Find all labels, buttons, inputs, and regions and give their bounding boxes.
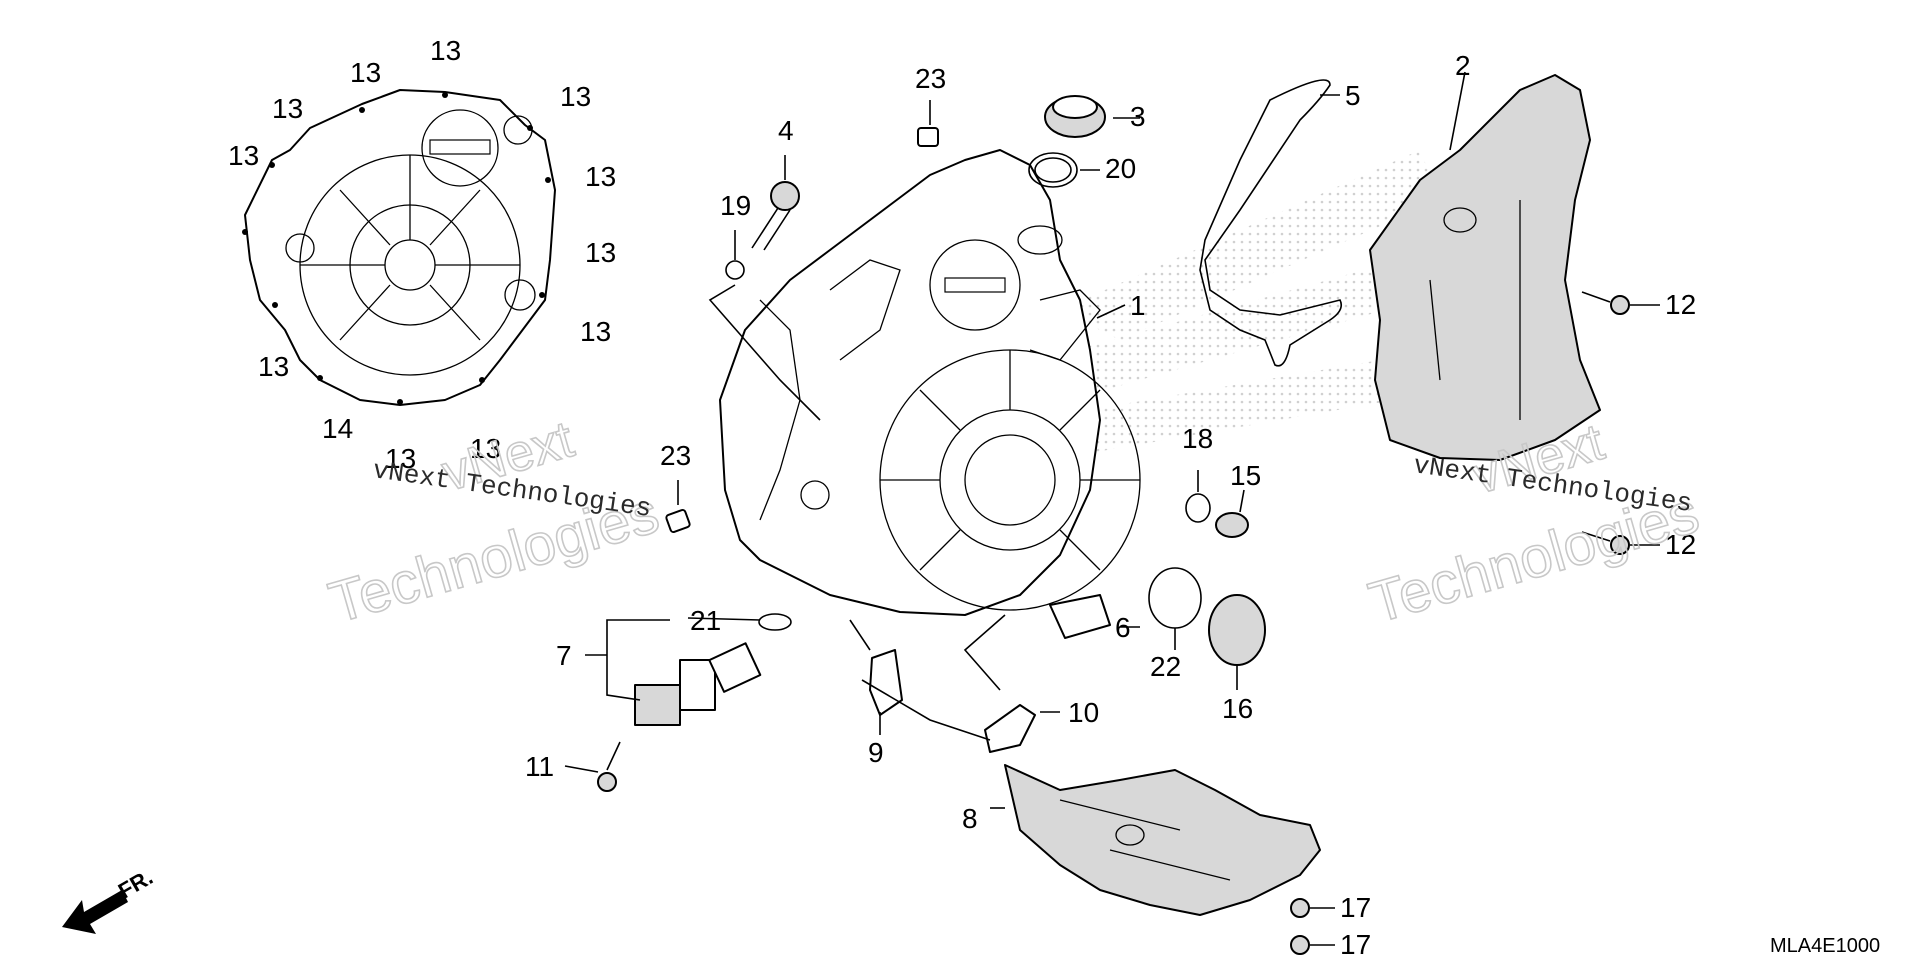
part-sensor — [634, 642, 762, 726]
callout-13-3: 13 — [272, 93, 303, 124]
leader-lines — [564, 71, 1660, 946]
part-o-ring-20 — [1028, 152, 1078, 188]
part-o-ring-18 — [1185, 493, 1211, 523]
part-bracket-10 — [984, 704, 1036, 753]
part-bolt-11 — [597, 741, 621, 792]
callout-2: 2 — [1455, 50, 1471, 81]
callout-13-2: 13 — [350, 57, 381, 88]
callout-10: 10 — [1068, 697, 1099, 728]
callout-12a: 12 — [1665, 289, 1696, 320]
part-dowel-pin-23a — [917, 127, 939, 147]
callout-15: 15 — [1230, 460, 1261, 491]
callout-13-10: 13 — [385, 443, 416, 474]
part-o-ring-22 — [1148, 567, 1202, 629]
callout-4: 4 — [778, 115, 794, 146]
callout-18: 18 — [1182, 423, 1213, 454]
callout-3: 3 — [1130, 101, 1146, 132]
part-plate-6 — [1049, 594, 1111, 639]
callout-13-9: 13 — [258, 351, 289, 382]
callout-17a: 17 — [1340, 892, 1371, 923]
part-cover-right — [1369, 74, 1601, 461]
part-bolt-17b — [1290, 935, 1310, 955]
callout-23b: 23 — [660, 440, 691, 471]
callout-16: 16 — [1222, 693, 1253, 724]
part-washer-19 — [725, 260, 745, 280]
callout-1: 1 — [1130, 290, 1146, 321]
callout-8: 8 — [962, 803, 978, 834]
callout-6: 6 — [1115, 612, 1131, 643]
part-bolt-17a — [1290, 898, 1310, 918]
callout-7: 7 — [556, 640, 572, 671]
callout-5: 5 — [1345, 80, 1361, 111]
part-bolt-4 — [751, 181, 800, 251]
part-gasket — [1199, 79, 1343, 367]
callout-13-11: 13 — [470, 433, 501, 464]
part-skid-plate — [1004, 764, 1321, 916]
part-bolt-12a — [1581, 291, 1630, 315]
part-left-crankcase-cover — [719, 149, 1141, 616]
part-oil-filler-cap — [1044, 95, 1106, 138]
part-bolt-12b — [1581, 531, 1630, 555]
callout-13-4: 13 — [228, 140, 259, 171]
part-plug-15 — [1215, 512, 1249, 538]
callout-22: 22 — [1150, 651, 1181, 682]
part-outer-cover — [242, 89, 556, 406]
callout-23a: 23 — [915, 63, 946, 94]
front-direction-arrow-icon: FR. — [62, 864, 157, 934]
background-logo-pattern — [1030, 150, 1440, 460]
part-o-ring-21 — [758, 613, 792, 631]
part-cap-16 — [1208, 594, 1266, 666]
callout-14: 14 — [322, 413, 353, 444]
callout-21: 21 — [690, 605, 721, 636]
part-bracket-9 — [869, 649, 903, 716]
callout-13-1: 13 — [430, 35, 461, 66]
callout-13-7: 13 — [585, 237, 616, 268]
callout-19: 19 — [720, 190, 751, 221]
callout-13-6: 13 — [585, 161, 616, 192]
callout-12b: 12 — [1665, 529, 1696, 560]
callout-9: 9 — [868, 737, 884, 768]
diagram-code: MLA4E1000 — [1770, 935, 1880, 957]
callout-13-8: 13 — [580, 316, 611, 347]
part-dowel-pin-23b — [665, 508, 691, 534]
callout-13-5: 13 — [560, 81, 591, 112]
callout-17b: 17 — [1340, 929, 1371, 960]
callout-11: 11 — [525, 751, 554, 782]
callout-20: 20 — [1105, 153, 1136, 184]
